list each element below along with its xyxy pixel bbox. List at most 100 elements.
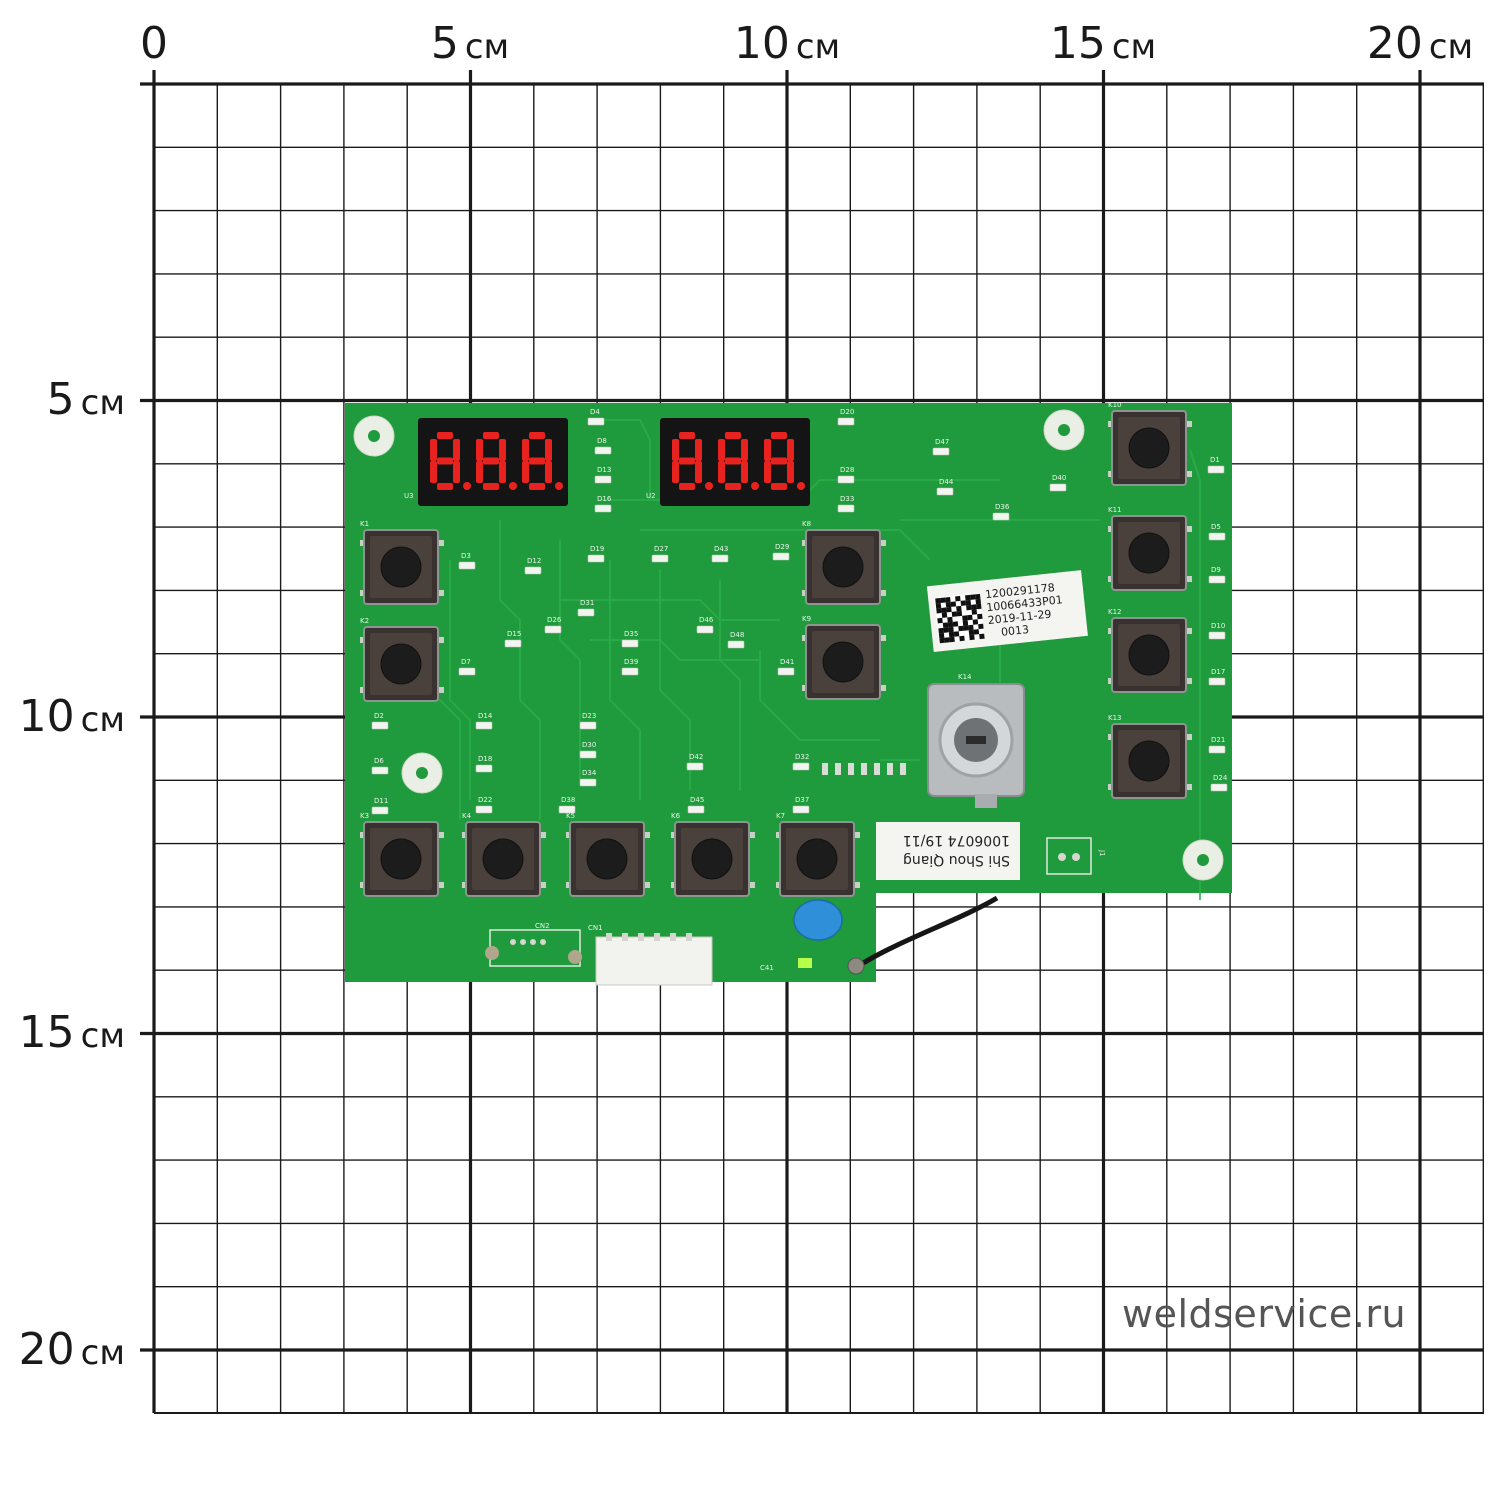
encoder-ref-label: K14 <box>958 673 972 681</box>
qr-module <box>969 634 975 641</box>
button-lead <box>1186 628 1192 634</box>
led-ref-label: D33 <box>840 495 854 503</box>
encoder-slot <box>966 736 986 744</box>
smd-led: D23 <box>579 712 596 730</box>
led-ref-label: D28 <box>840 466 854 474</box>
segment <box>437 457 453 465</box>
segment <box>725 457 741 465</box>
smd-led: D33 <box>837 495 855 513</box>
button-ref-label: K8 <box>802 520 811 528</box>
button-lead <box>1186 421 1192 427</box>
led-body <box>458 667 476 676</box>
qr-module <box>970 594 976 600</box>
qr-code-icon <box>934 592 985 644</box>
button-lead <box>438 687 444 693</box>
name-sticker-line: 1006074 19/11 <box>903 832 1010 848</box>
segment <box>522 461 529 483</box>
smd-led: D40 <box>1049 474 1066 492</box>
ruler-number: 20 <box>19 1324 75 1375</box>
button-lead <box>644 832 650 838</box>
button-cap <box>380 546 422 588</box>
button-ref-label: K6 <box>671 812 681 820</box>
pcb-trace <box>449 560 471 800</box>
smd-led: D35 <box>621 630 638 648</box>
qr-module <box>947 616 953 623</box>
tactile-button: K5 <box>566 812 650 897</box>
led-body <box>1208 631 1226 640</box>
smd-led: D48 <box>727 631 745 649</box>
qr-module <box>935 602 942 609</box>
segment <box>483 432 499 439</box>
qr-module <box>938 632 945 639</box>
connector-pin <box>670 933 676 941</box>
ruler-unit: см <box>81 700 125 740</box>
button-lead <box>438 832 444 838</box>
led-ref-label: D18 <box>478 755 492 763</box>
segment <box>679 457 695 465</box>
wire-terminal <box>847 957 865 975</box>
led-body <box>772 552 790 561</box>
segment <box>771 432 787 439</box>
solder-pad <box>485 946 499 960</box>
pcb-trace <box>1189 449 1201 900</box>
qr-module <box>968 629 975 636</box>
tactile-button: K10 <box>1108 401 1192 486</box>
mount-hole-pad <box>1197 854 1209 866</box>
button-lead <box>880 635 886 641</box>
button-lead <box>749 832 755 838</box>
qr-module <box>945 601 952 608</box>
smd-led: D36 <box>992 503 1010 521</box>
connector-ref-label: J1 <box>1098 849 1106 857</box>
segment <box>529 457 545 465</box>
button-lead <box>438 637 444 643</box>
smd-led: D13 <box>594 466 611 484</box>
led-ref-label: D10 <box>1211 622 1225 630</box>
ruler-top-label: 0 <box>140 18 168 69</box>
button-lead <box>438 540 444 546</box>
connector-pad <box>530 939 536 945</box>
qr-module <box>968 624 974 631</box>
button-ref-label: K4 <box>462 812 472 820</box>
led-ref-label: D12 <box>527 557 541 565</box>
smd-led: D4 <box>587 408 605 426</box>
button-lead <box>438 590 444 596</box>
button-cap <box>691 838 733 880</box>
led-body <box>711 554 729 563</box>
qr-module <box>943 627 949 633</box>
qr-module <box>965 599 972 606</box>
segment <box>771 457 787 465</box>
led-body <box>837 504 855 513</box>
led-ref-label: D3 <box>461 552 471 560</box>
qr-module <box>941 607 947 613</box>
smd-led: D39 <box>621 658 638 676</box>
header-pin <box>848 763 854 775</box>
ruler-unit: см <box>465 27 509 67</box>
button-lead <box>854 882 860 888</box>
qr-module <box>955 595 961 602</box>
pcb-trace <box>659 570 691 790</box>
segment <box>483 457 499 465</box>
connector-pad <box>510 939 516 945</box>
segment <box>437 432 453 439</box>
led-body <box>1208 532 1226 541</box>
button-cap <box>586 838 628 880</box>
ruler-unit: см <box>81 383 125 423</box>
led-body <box>992 512 1010 521</box>
connector-ref-label: CN1 <box>588 924 603 932</box>
led-body <box>792 762 810 771</box>
pcb-trace <box>499 520 521 700</box>
display-ref-label: U3 <box>404 492 414 500</box>
led-body <box>727 640 745 649</box>
segment <box>725 432 741 439</box>
button-ref-label: K10 <box>1108 401 1122 409</box>
smd-led: D45 <box>687 796 704 814</box>
led-ref-label: D30 <box>582 741 596 749</box>
led-ref-label: D1 <box>1210 456 1220 464</box>
